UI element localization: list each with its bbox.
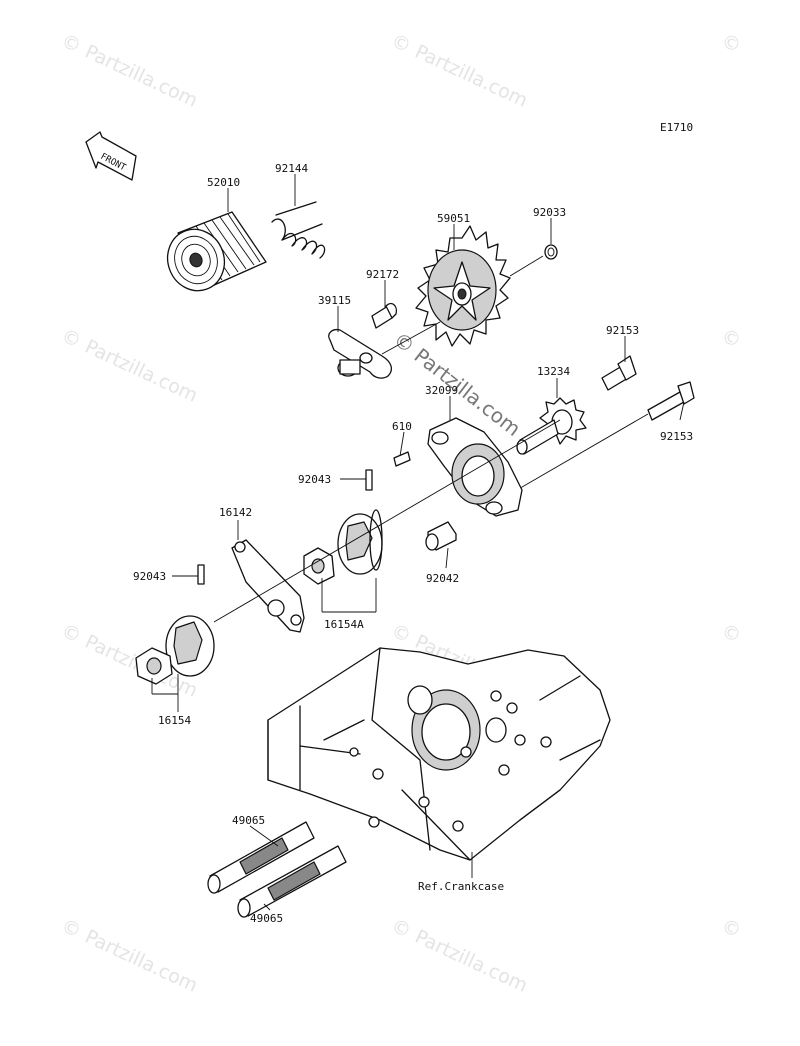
part-label: 16154 [158,714,191,727]
diagram-code: E1710 [660,121,693,134]
watermark-symbol: © [718,620,745,648]
crankcase [267,647,611,861]
part-label: 16142 [219,506,252,519]
watermark-symbol: © [388,915,415,943]
watermark: © [718,620,745,648]
part-label: Ref.Crankcase [418,880,504,893]
part-label: 49065 [232,814,265,827]
part-label: 32099 [425,384,458,397]
watermark: © [718,30,745,58]
part-label: 49065 [250,912,283,925]
watermark-text: Partzilla.com [411,926,530,997]
front-arrow-icon: FRONT [85,131,137,181]
circlip [544,244,558,260]
watermark-symbol: © [388,620,415,648]
leader-lines [151,174,685,911]
part-label: 92043 [298,473,331,486]
part-label: 92153 [606,324,639,337]
bolt-92153-long [647,381,695,421]
watermark: © Partzilla.com [58,325,201,407]
part-label: 610 [392,420,412,433]
part-label: 92043 [133,570,166,583]
part-label: 92172 [366,268,399,281]
part-label: 92153 [660,430,693,443]
watermark: © [718,915,745,943]
dowel-pin-lower [197,564,205,585]
watermark-symbol: © [718,325,745,353]
pump-drive-gear [516,397,587,455]
pump-cover-plate [231,539,305,633]
part-label: 92033 [533,206,566,219]
watermark: © Partzilla.com [388,30,531,112]
oil-strainer-lower [237,845,347,918]
inner-rotor-lower [135,647,173,685]
outer-rotor-upper [337,509,383,575]
watermark: © Partzilla.com [58,30,201,112]
part-label: 52010 [207,176,240,189]
dowel-pin-upper [365,469,373,491]
oil-pump-body [427,417,523,517]
part-label: 92144 [275,162,308,175]
watermark-symbol: © [58,325,85,353]
watermark: © Partzilla.com [58,915,201,997]
watermark-text: Partzilla.com [411,41,530,112]
watermark-symbol: © [718,915,745,943]
spring [271,201,326,259]
bolt-92153-upper [601,355,637,391]
outer-rotor-lower [165,615,215,677]
watermark-symbol: © [58,915,85,943]
watermark-symbol: © [718,30,745,58]
watermark-symbol: © [58,30,85,58]
part-label: 59051 [437,212,470,225]
pin-610 [393,451,411,467]
part-label: 92042 [426,572,459,585]
watermark-text: Partzilla.com [81,41,200,112]
collar-92042 [425,521,457,551]
watermark-symbol: © [58,620,85,648]
part-label: 16154A [324,618,364,631]
oil-filter [166,211,267,292]
watermark-symbol: © [388,30,415,58]
watermark-text: Partzilla.com [81,336,200,407]
watermark-text: Partzilla.com [81,926,200,997]
chain-guide [328,328,393,379]
bolt-92172 [371,302,398,329]
part-label: 13234 [537,365,570,378]
part-labels: 52010 92144 59051 92033 92172 39115 9215… [133,162,693,925]
inner-rotor-upper [303,547,335,585]
oil-strainer-upper [207,821,315,894]
watermark: © Partzilla.com [388,915,531,997]
leader-line [509,255,544,277]
part-label: 39115 [318,294,351,307]
watermark: © [718,325,745,353]
pump-sprocket [415,225,511,347]
